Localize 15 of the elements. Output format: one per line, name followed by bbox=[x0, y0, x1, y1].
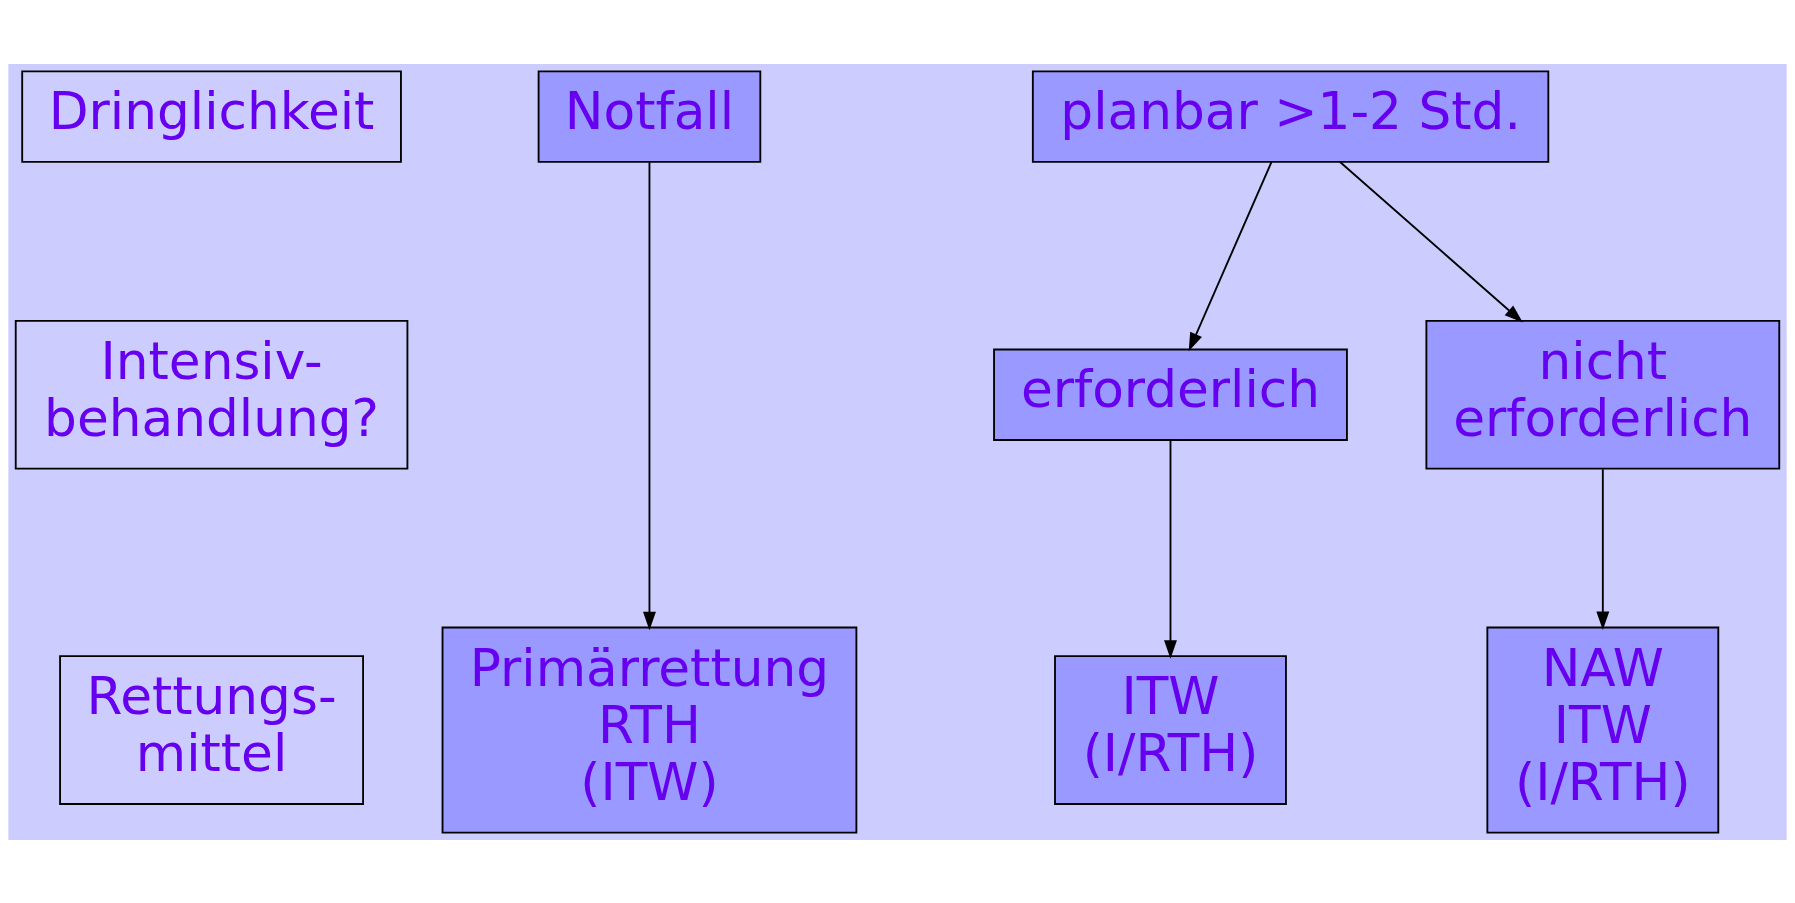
node-box: erforderlich bbox=[993, 348, 1348, 441]
node-box: nicht erforderlich bbox=[1425, 319, 1781, 470]
arrow bbox=[642, 160, 656, 630]
node-box: Notfall bbox=[537, 69, 762, 163]
arrow bbox=[1596, 467, 1610, 630]
arrow bbox=[1164, 439, 1177, 659]
arrow bbox=[1339, 160, 1523, 323]
node-box: NAW ITW (I/RTH) bbox=[1486, 626, 1720, 834]
node-box: Primärrettung RTH (ITW) bbox=[441, 626, 858, 834]
node-box: ITW (I/RTH) bbox=[1054, 654, 1287, 805]
node-box: Intensiv- behandlung? bbox=[14, 319, 409, 470]
node-box: Dringlichkeit bbox=[21, 69, 402, 163]
arrow bbox=[1188, 160, 1273, 351]
node-box: planbar >1-2 Std. bbox=[1031, 69, 1550, 163]
node-box: Rettungs- mittel bbox=[59, 654, 364, 805]
